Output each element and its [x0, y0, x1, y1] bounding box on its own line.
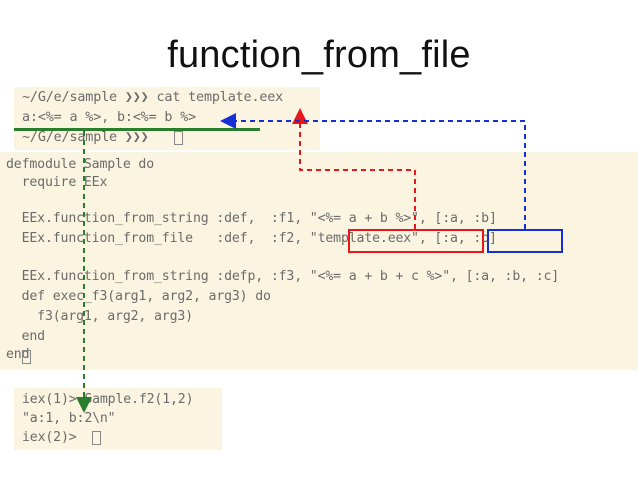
- iex-cursor: [92, 431, 101, 445]
- slide-title: function_from_file: [167, 34, 471, 76]
- terminal-cursor: [174, 131, 183, 145]
- args-list-highlight: [487, 229, 563, 253]
- terminal-top: ~/G/e/sample ❯❯❯ cat template.eex a:<%= …: [14, 87, 320, 150]
- terminal-prompt-line: ~/G/e/sample ❯❯❯: [22, 130, 149, 145]
- code-line: require EEx: [6, 175, 108, 190]
- code-line: EEx.function_from_string :def, :f1, "<%=…: [6, 211, 497, 226]
- template-output-underline: [14, 128, 260, 131]
- code-line: end: [6, 329, 46, 344]
- terminal-line: ~/G/e/sample ❯❯❯ cat template.eex: [22, 90, 284, 105]
- code-line: EEx.function_from_file :def, :f2, "templ…: [6, 231, 497, 246]
- code-line: f3(arg1, arg2, arg3): [6, 309, 193, 324]
- iex-input-line: iex(1)> Sample.f2(1,2): [22, 392, 194, 407]
- iex-output-line: "a:1, b:2\n": [22, 411, 116, 426]
- iex-prompt-line: iex(2)>: [22, 430, 77, 445]
- code-line: defmodule Sample do: [6, 157, 155, 172]
- editor-cursor: [22, 350, 31, 364]
- template-content-line: a:<%= a %>, b:<%= b %>: [22, 110, 197, 125]
- code-line: EEx.function_from_string :defp, :f3, "<%…: [6, 269, 560, 284]
- code-editor: defmodule Sample do require EEx EEx.func…: [0, 152, 638, 370]
- iex-terminal: iex(1)> Sample.f2(1,2) "a:1, b:2\n" iex(…: [14, 388, 222, 450]
- template-filename-highlight: [348, 229, 484, 253]
- code-line: def exec_f3(arg1, arg2, arg3) do: [6, 289, 271, 304]
